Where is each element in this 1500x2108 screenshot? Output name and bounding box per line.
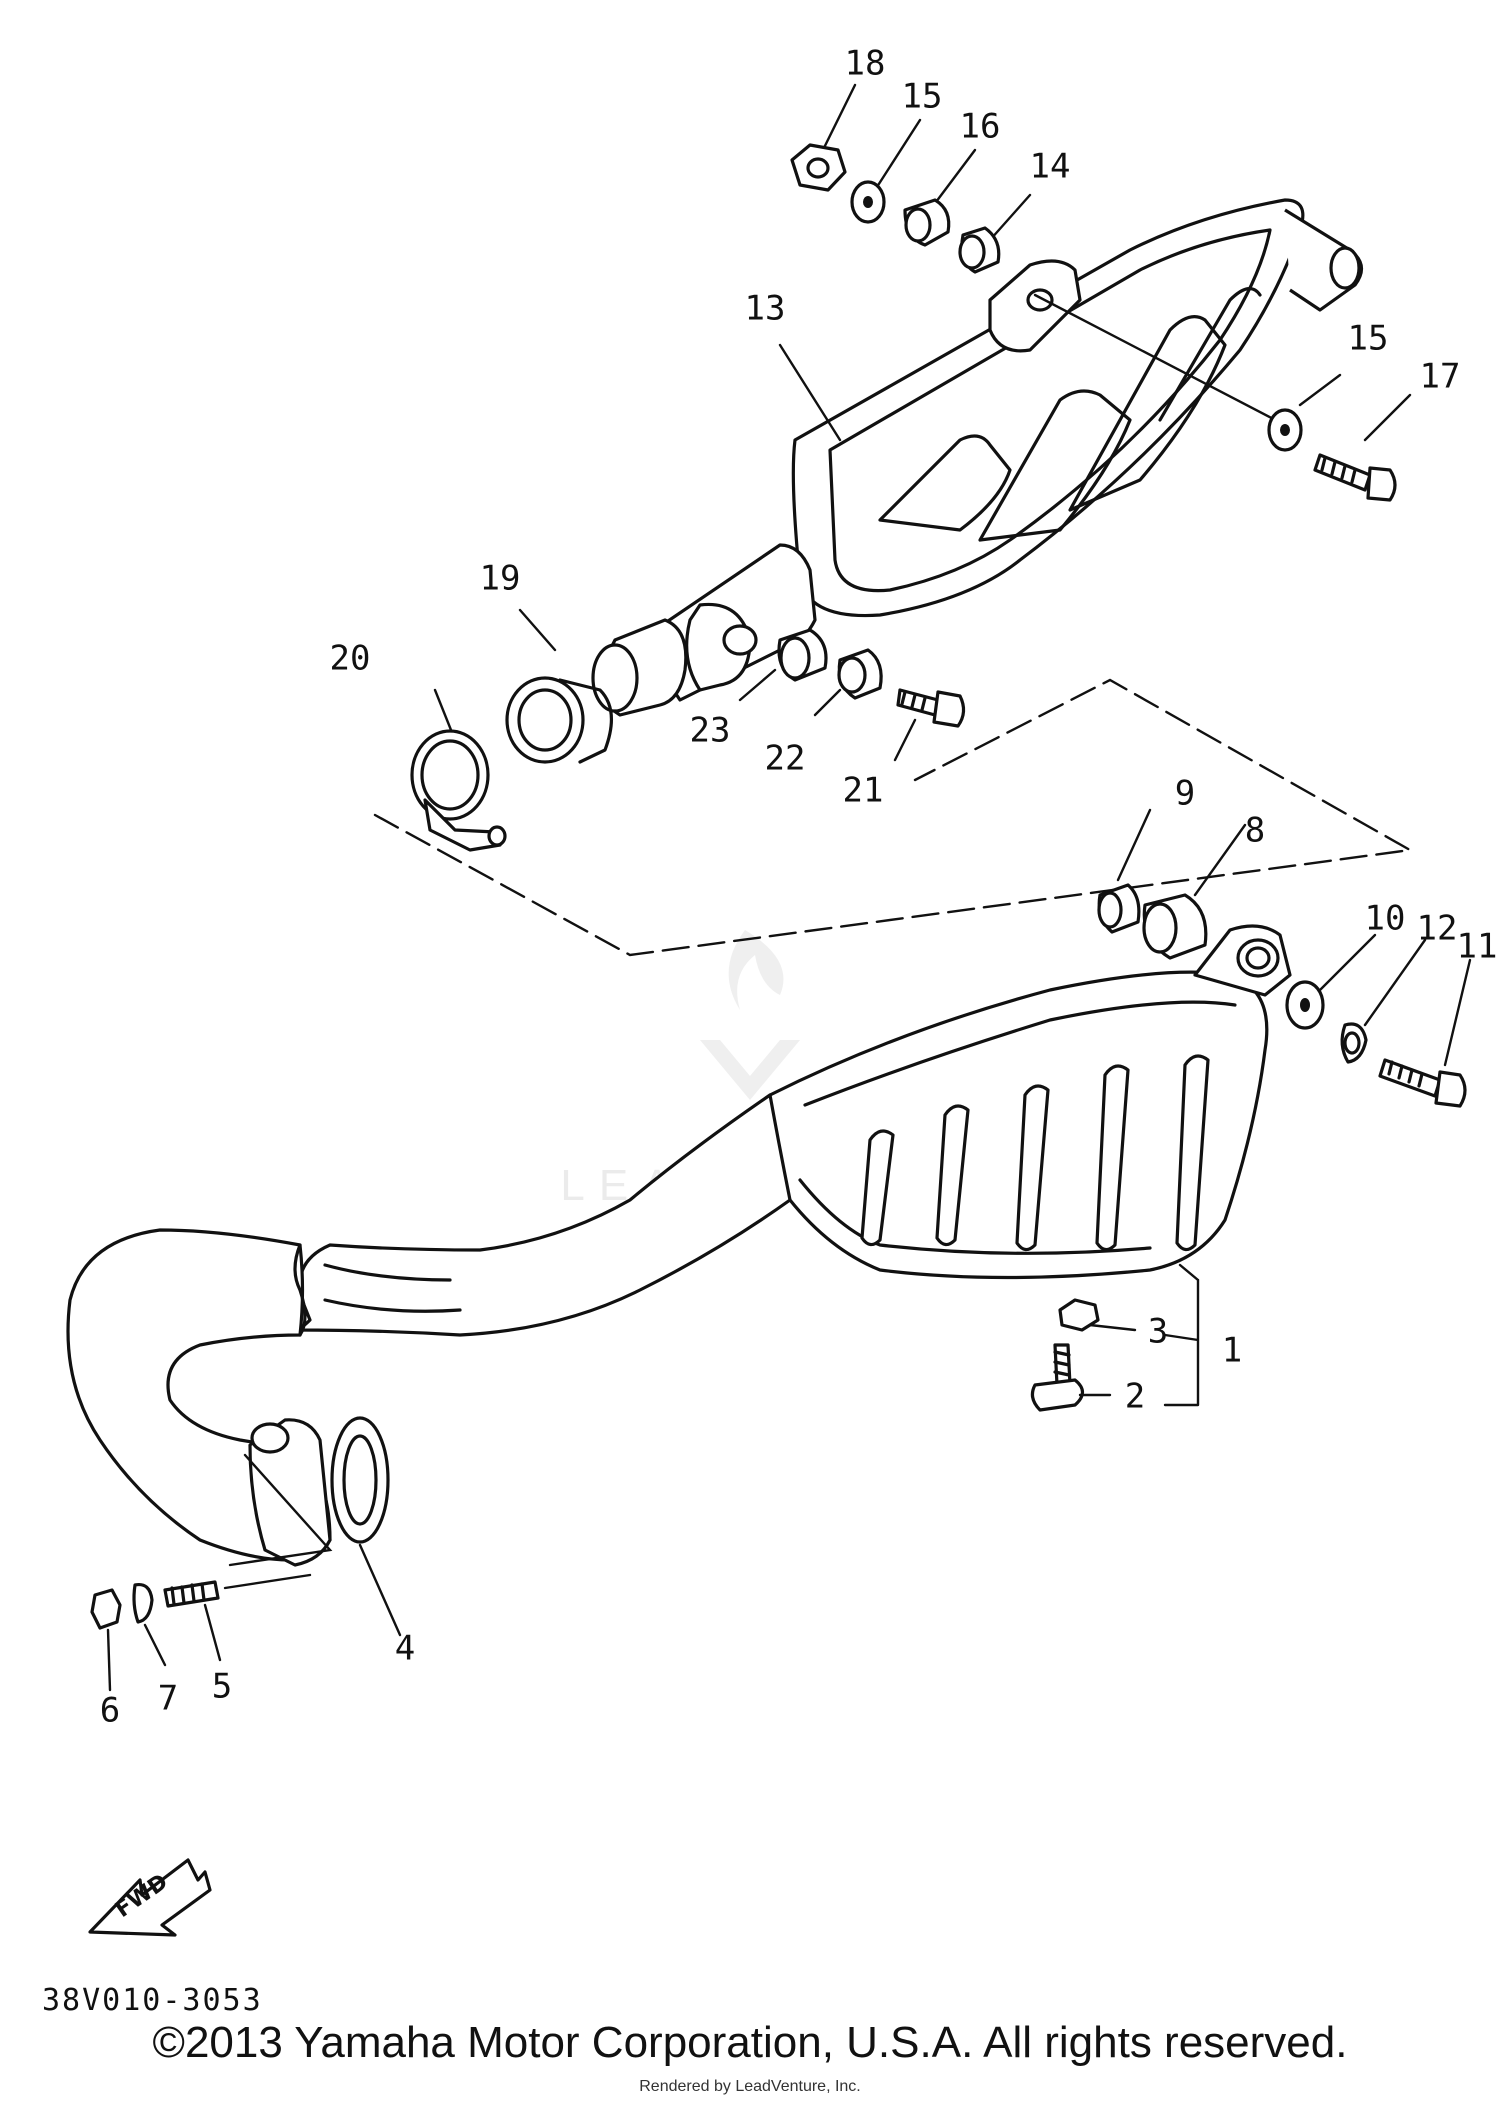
washer-15-upper[interactable] xyxy=(850,180,886,224)
callout-2: 2 xyxy=(1125,1377,1145,1417)
upper-leader-lines xyxy=(433,83,1412,762)
collar-22[interactable] xyxy=(837,648,883,700)
fwd-arrow-icon: FWD xyxy=(88,1858,212,1937)
collar-9[interactable] xyxy=(1097,883,1141,934)
lower-leader-lines xyxy=(106,808,1472,1692)
collar-16[interactable] xyxy=(903,198,951,247)
callout-10: 10 xyxy=(1365,899,1406,939)
callout-15-top: 15 xyxy=(902,77,943,117)
washer-10[interactable] xyxy=(1285,980,1325,1030)
exhaust-pipe-1[interactable] xyxy=(66,924,1292,1567)
callout-6: 6 xyxy=(100,1691,120,1731)
diagram-code: 38V010-3053 xyxy=(42,1983,263,2018)
callout-23: 23 xyxy=(690,711,731,751)
joint-19[interactable] xyxy=(505,676,614,764)
callout-11: 11 xyxy=(1457,927,1498,967)
callout-20: 20 xyxy=(330,639,371,679)
clamp-20[interactable] xyxy=(410,729,507,852)
callout-12: 12 xyxy=(1417,909,1458,949)
nut-3[interactable] xyxy=(1058,1298,1100,1332)
callout-5: 5 xyxy=(212,1667,232,1707)
grommet-14[interactable] xyxy=(958,226,1001,274)
callout-22: 22 xyxy=(765,739,806,779)
callout-4: 4 xyxy=(395,1629,415,1669)
stud-bolt-5[interactable] xyxy=(163,1573,312,1608)
upper-assembly-box xyxy=(373,678,1414,957)
washer-15-right[interactable] xyxy=(1267,408,1303,452)
callout-8: 8 xyxy=(1245,811,1265,851)
callout-13: 13 xyxy=(745,289,786,329)
bolt-21[interactable] xyxy=(896,688,966,728)
callout-9: 9 xyxy=(1175,774,1195,814)
washer-12[interactable] xyxy=(1340,1022,1368,1064)
callout-15-right: 15 xyxy=(1348,319,1389,359)
silencer-13[interactable] xyxy=(591,198,1363,717)
copyright-notice: ©2013 Yamaha Motor Corporation, U.S.A. A… xyxy=(152,2018,1348,2067)
callout-16: 16 xyxy=(960,107,1001,147)
flange-nut-18[interactable] xyxy=(790,143,847,192)
gasket-4[interactable] xyxy=(330,1416,390,1544)
render-credit: Rendered by LeadVenture, Inc. xyxy=(639,2078,861,2095)
callout-17: 17 xyxy=(1420,357,1461,397)
nut-6[interactable] xyxy=(90,1588,122,1630)
grommet-23[interactable] xyxy=(777,628,828,682)
callout-labels: 18 15 16 14 13 15 17 19 20 23 22 21 9 8 … xyxy=(100,44,1498,1731)
bolt-17[interactable] xyxy=(1313,453,1397,502)
lock-washer-7[interactable] xyxy=(132,1582,154,1624)
callout-18: 18 xyxy=(845,44,886,84)
callout-7: 7 xyxy=(158,1679,178,1719)
callout-19: 19 xyxy=(480,559,521,599)
callout-3: 3 xyxy=(1148,1312,1168,1352)
bolt-11[interactable] xyxy=(1378,1058,1467,1108)
damper-8[interactable] xyxy=(1142,893,1208,960)
bolt-2[interactable] xyxy=(1030,1343,1085,1412)
callout-1: 1 xyxy=(1222,1331,1242,1371)
callout-21: 21 xyxy=(843,771,884,811)
callout-14: 14 xyxy=(1030,147,1071,187)
